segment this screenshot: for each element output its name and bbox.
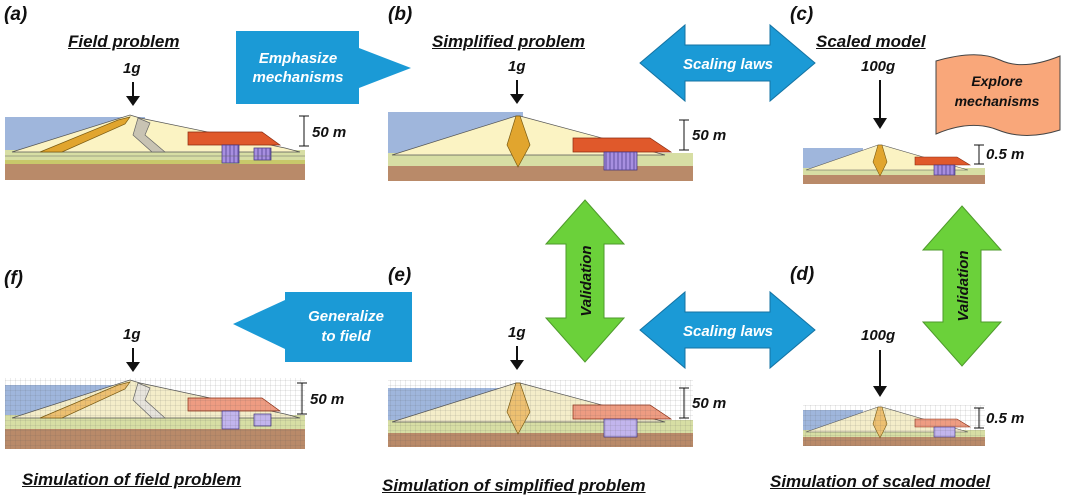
scaling-laws-top-text: Scaling laws <box>683 56 773 73</box>
panel-letter-f: (f) <box>4 268 23 289</box>
gravity-arrow-b <box>510 80 524 104</box>
emphasize-text-1: Emphasize <box>259 50 337 67</box>
simplified-problem-cross-section <box>388 112 693 181</box>
scaled-model-cross-section <box>803 144 985 184</box>
scaled-simulation-cross-section <box>803 405 985 446</box>
gravity-label-c: 100g <box>861 58 896 75</box>
scaling-laws-bottom-text: Scaling laws <box>683 323 773 340</box>
height-marker-f <box>297 382 307 415</box>
gravity-arrow-c <box>873 80 887 129</box>
height-marker-a <box>299 115 309 147</box>
gravity-arrow-e <box>510 346 524 370</box>
panel-letter-a: (a) <box>4 4 28 25</box>
scaling-laws-arrow-bottom: Scaling laws <box>639 290 816 370</box>
panel-letter-c: (c) <box>790 4 814 25</box>
title-scaled-model: Scaled model <box>816 32 926 51</box>
generalize-to-field-arrow: Generalize to field <box>233 292 412 362</box>
title-field-problem: Field problem <box>68 32 180 51</box>
panel-letter-d: (d) <box>790 264 815 285</box>
height-label-c: 0.5 m <box>986 146 1025 163</box>
generalize-text-1: Generalize <box>308 308 384 325</box>
gravity-arrow-a <box>126 82 140 106</box>
validation-arrow-left: Validation <box>544 199 626 363</box>
height-marker-e <box>679 387 689 419</box>
validation-right-text: Validation <box>955 250 972 321</box>
gravity-arrow-f <box>126 348 140 372</box>
validation-left-text: Validation <box>578 245 595 316</box>
height-marker-d <box>974 407 984 429</box>
field-simulation-cross-section <box>5 378 305 449</box>
simplified-simulation-cross-section <box>388 380 693 447</box>
explore-text-2: mechanisms <box>955 93 1040 109</box>
scaling-laws-arrow-top: Scaling laws <box>639 23 816 103</box>
height-label-f: 50 m <box>310 391 345 408</box>
height-label-e: 50 m <box>692 395 727 412</box>
emphasize-text-2: mechanisms <box>253 69 344 86</box>
height-label-d: 0.5 m <box>986 410 1025 427</box>
generalize-text-2: to field <box>321 328 371 345</box>
validation-arrow-right: Validation <box>921 205 1003 367</box>
gravity-label-b: 1g <box>508 58 526 75</box>
field-problem-cross-section <box>5 114 305 180</box>
title-simulation-simplified: Simulation of simplified problem <box>382 476 646 495</box>
height-label-b: 50 m <box>692 127 727 144</box>
gravity-label-e: 1g <box>508 324 526 341</box>
title-simulation-field: Simulation of field problem <box>22 470 242 489</box>
explore-mechanisms-box: Explore mechanisms <box>935 54 1061 136</box>
height-marker-c <box>974 144 984 165</box>
explore-text-1: Explore <box>971 73 1023 89</box>
panel-letter-e: (e) <box>388 265 412 286</box>
gravity-label-f: 1g <box>123 326 141 343</box>
height-marker-b <box>679 119 689 151</box>
panel-letter-b: (b) <box>388 4 413 25</box>
emphasize-mechanisms-arrow: Emphasize mechanisms <box>236 31 411 104</box>
gravity-label-a: 1g <box>123 60 141 77</box>
gravity-label-d: 100g <box>861 327 896 344</box>
height-label-a: 50 m <box>312 124 347 141</box>
title-simplified-problem: Simplified problem <box>432 32 586 51</box>
title-simulation-scaled: Simulation of scaled model <box>770 472 991 491</box>
gravity-arrow-d <box>873 350 887 397</box>
